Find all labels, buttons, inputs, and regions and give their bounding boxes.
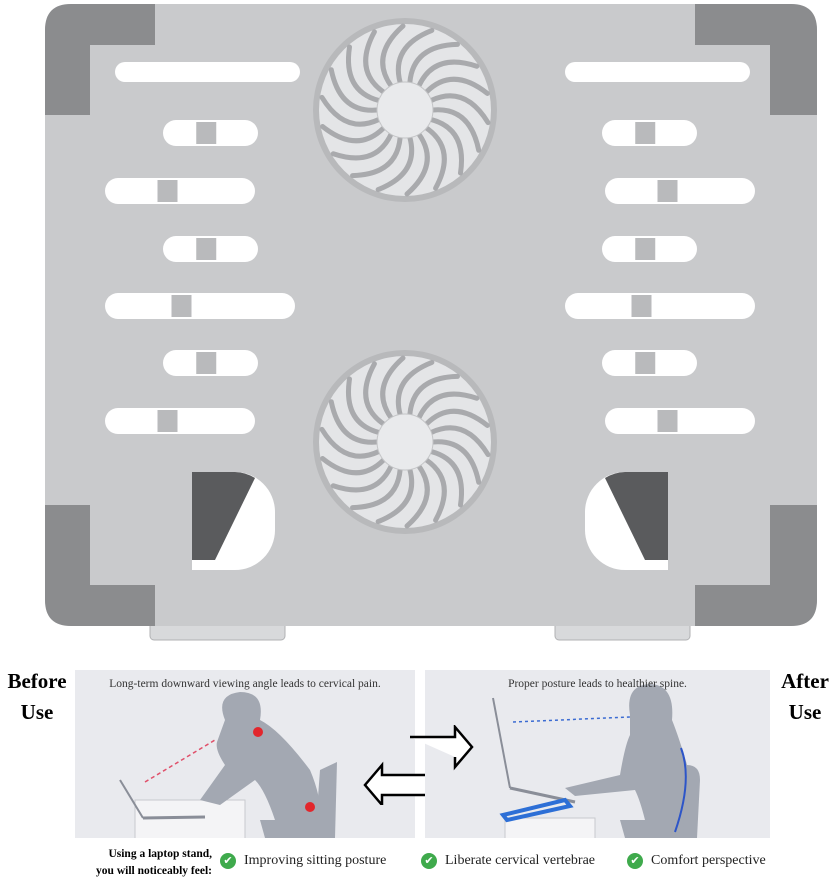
after-label-line2: Use xyxy=(788,700,822,724)
benefit-text: Improving sitting posture xyxy=(244,853,387,868)
after-use-label: After Use xyxy=(770,666,837,728)
check-circle-icon: ✔ xyxy=(627,853,643,869)
vent-slot xyxy=(565,293,755,319)
vent-slots xyxy=(105,120,755,434)
after-posture-panel: Proper posture leads to healthier spine. xyxy=(425,670,770,838)
cooling-fan-icon xyxy=(313,350,497,534)
benefit-item: ✔ Comfort perspective xyxy=(627,853,766,869)
before-posture-panel: Long-term downward viewing angle leads t… xyxy=(75,670,415,838)
check-circle-icon: ✔ xyxy=(421,853,437,869)
after-label-line1: After xyxy=(781,669,829,693)
good-posture-illustration xyxy=(492,684,700,838)
footer-lead-text: Using a laptop stand, you will noticeabl… xyxy=(62,846,212,880)
vent-slot xyxy=(105,408,255,434)
benefit-text: Liberate cervical vertebrae xyxy=(445,853,596,868)
benefit-item: ✔ Liberate cervical vertebrae xyxy=(421,853,595,869)
benefit-item: ✔ Improving sitting posture xyxy=(220,853,386,869)
footer-lead-line1: Using a laptop stand, xyxy=(108,848,212,860)
laptop-stand-image xyxy=(45,4,817,641)
vent-slot xyxy=(105,293,295,319)
vent-slot xyxy=(105,178,255,204)
benefit-text: Comfort perspective xyxy=(651,853,766,868)
footer-lead-line2: you will noticeably feel: xyxy=(96,865,212,877)
top-slot-right xyxy=(565,62,750,82)
before-use-label: Before Use xyxy=(2,666,72,728)
bad-posture-illustration xyxy=(119,692,337,838)
before-caption: Long-term downward viewing angle leads t… xyxy=(109,678,381,690)
corner-pad-top-left xyxy=(45,4,155,115)
vent-slot xyxy=(605,178,755,204)
before-label-line2: Use xyxy=(20,700,54,724)
vent-slot xyxy=(605,408,755,434)
stand-plate xyxy=(45,4,817,626)
swap-arrows-icon xyxy=(363,725,474,805)
corner-pad-top-right xyxy=(695,4,817,115)
corner-pad-bottom-left xyxy=(45,505,155,626)
check-circle-icon: ✔ xyxy=(220,853,236,869)
after-caption: Proper posture leads to healthier spine. xyxy=(508,678,687,690)
corner-pad-bottom-right xyxy=(695,505,817,626)
cooling-fan-icon xyxy=(313,18,497,202)
before-label-line1: Before xyxy=(7,669,67,693)
top-slot-left xyxy=(115,62,300,82)
